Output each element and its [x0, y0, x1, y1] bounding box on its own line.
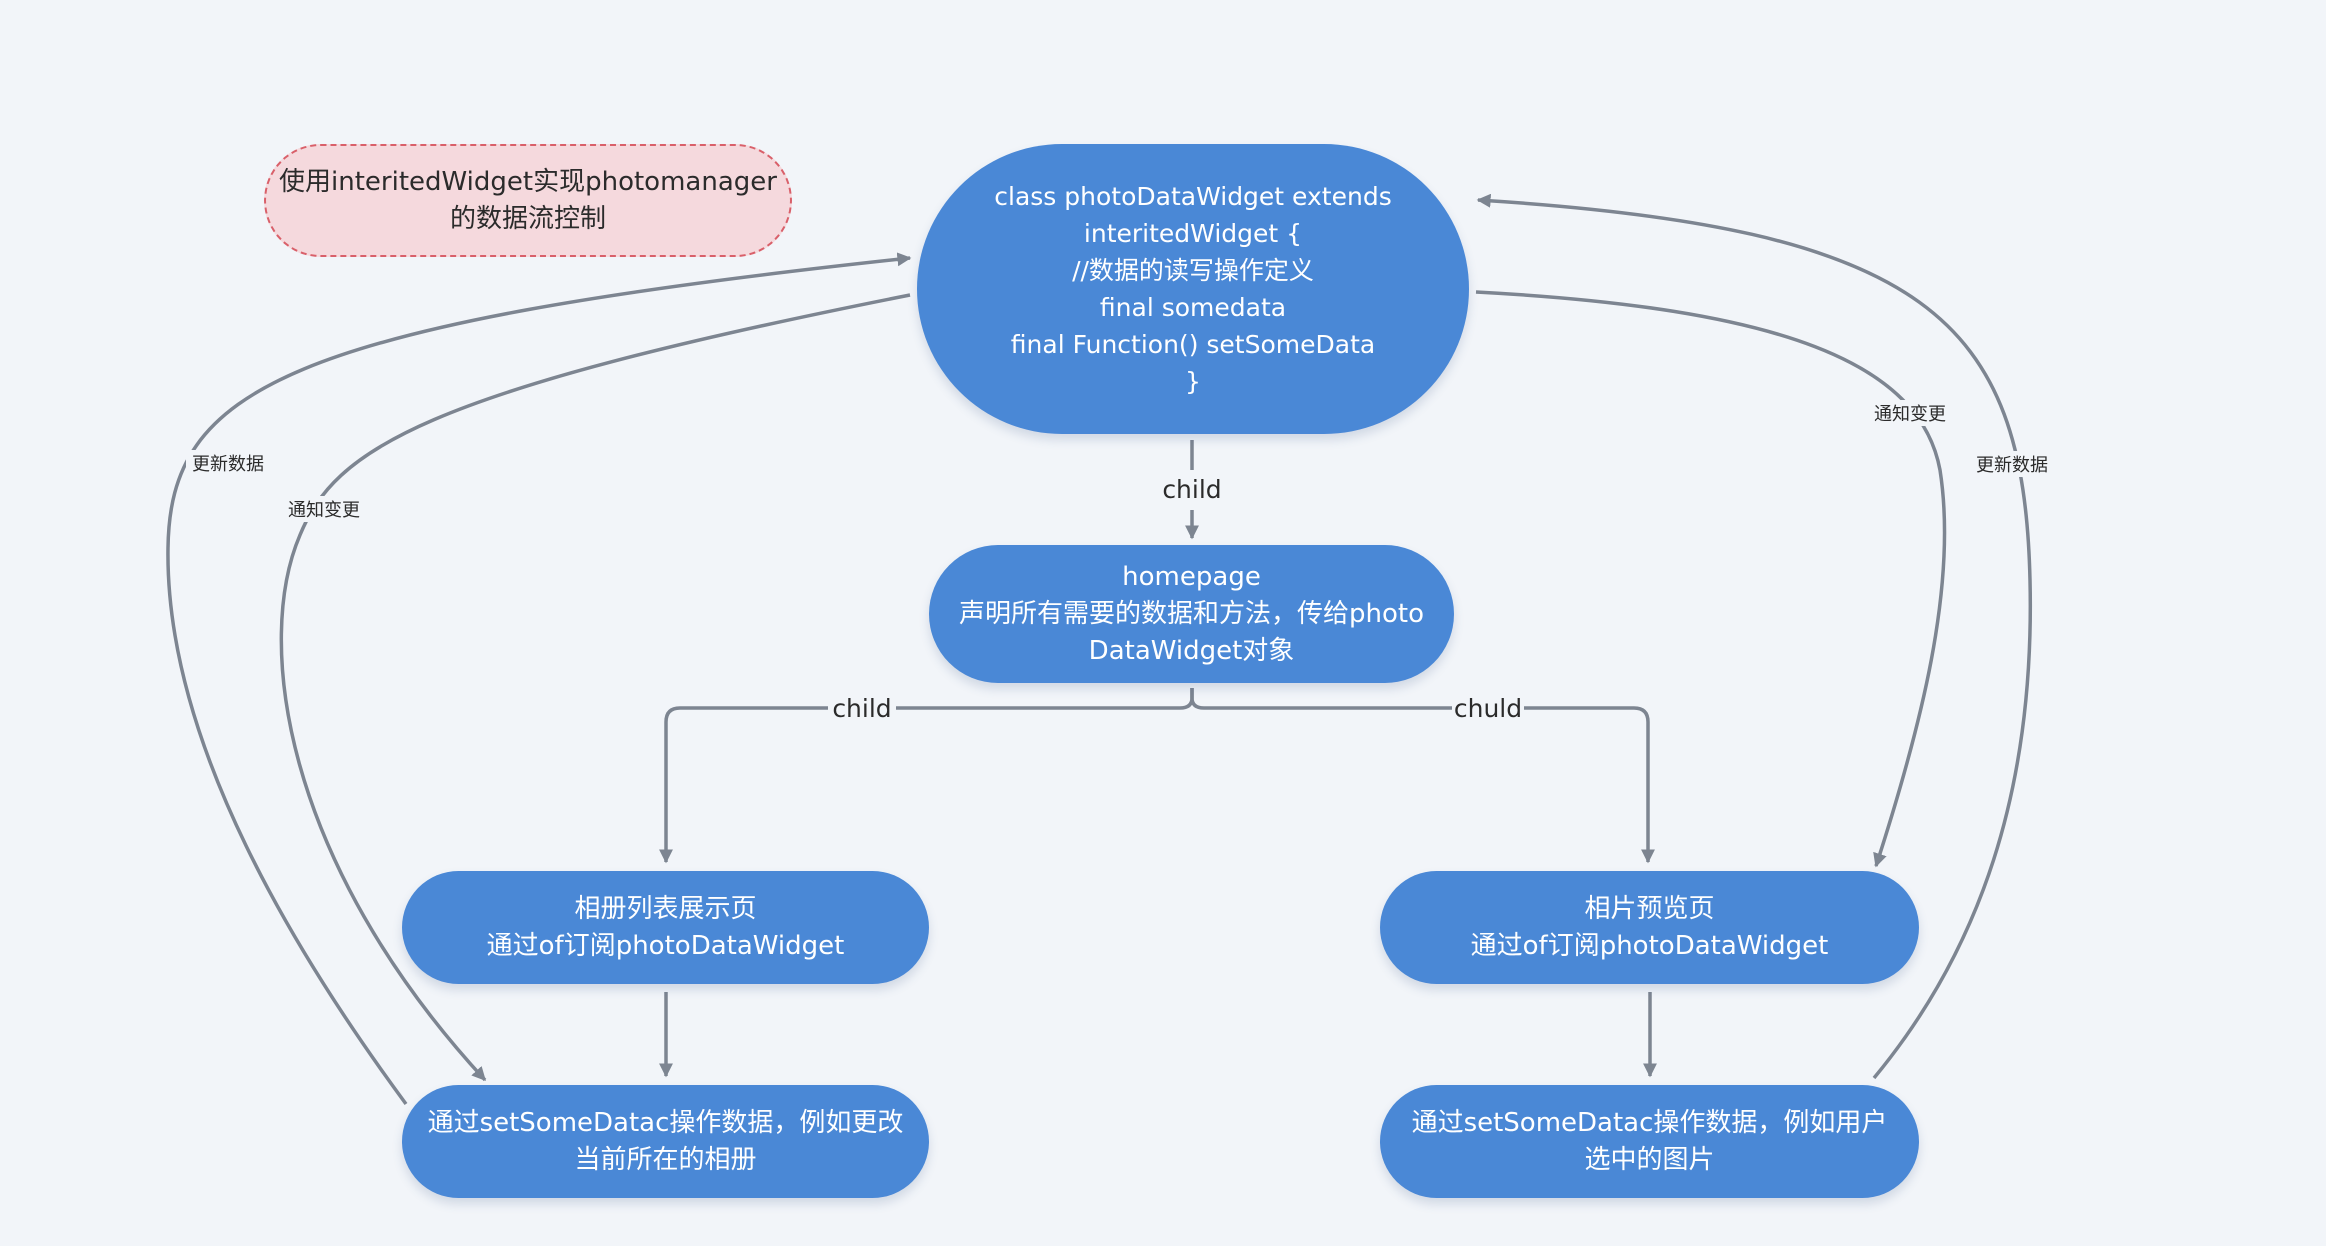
edge-label-right-update: 更新数据: [1976, 455, 2048, 476]
node-photo-preview-page[interactable]: 相片预览页 通过of订阅photoDataWidget: [1380, 871, 1919, 984]
node-text-line: DataWidget对象: [1088, 635, 1295, 666]
title-note-line: 使用interitedWidget实现photomanager: [279, 166, 777, 197]
node-text-line: class photoDataWidget extends: [994, 182, 1392, 211]
node-text-line: 通过of订阅photoDataWidget: [1470, 930, 1829, 961]
node-photo-set-data[interactable]: 通过setSomeDatac操作数据，例如用户 选中的图片: [1380, 1085, 1919, 1198]
node-text-line: 相册列表展示页: [574, 893, 757, 924]
node-text-line: final Function() setSomeData: [1010, 330, 1376, 359]
edge-label-homepage-to-album: child: [832, 694, 891, 723]
edge-right-update: [1476, 193, 2033, 1080]
node-text-line: 通过setSomeDatac操作数据，例如更改: [427, 1107, 904, 1138]
edge-homepage-to-album-list: [659, 688, 1194, 864]
node-text-line: 通过setSomeDatac操作数据，例如用户: [1411, 1107, 1888, 1138]
node-text-line: }: [1185, 367, 1201, 396]
node-text-line: interitedWidget {: [1083, 219, 1303, 248]
title-note-line: 的数据流控制: [449, 203, 606, 234]
node-text-line: 当前所在的相册: [574, 1144, 757, 1175]
edge-label-left-notify: 通知变更: [288, 500, 360, 521]
node-photo-data-widget[interactable]: class photoDataWidget extends interitedW…: [917, 144, 1469, 434]
edge-left-notify: [279, 293, 911, 1082]
title-note: 使用interitedWidget实现photomanager 的数据流控制: [264, 144, 792, 257]
edge-label-right-notify: 通知变更: [1874, 404, 1946, 425]
node-text-line: //数据的读写操作定义: [1072, 256, 1314, 285]
node-text-line: 通过of订阅photoDataWidget: [486, 930, 845, 961]
node-text-line: 声明所有需要的数据和方法，传给photo: [959, 598, 1424, 629]
node-homepage[interactable]: homepage 声明所有需要的数据和方法，传给photo DataWidget…: [929, 545, 1454, 683]
edge-label-homepage-to-photo: chuld: [1454, 694, 1522, 723]
node-text-line: homepage: [1122, 561, 1261, 592]
node-text-line: final somedata: [1099, 293, 1287, 322]
node-text-line: 相片预览页: [1584, 893, 1715, 924]
edge-left-update: [166, 252, 912, 1106]
edge-label-left-update: 更新数据: [192, 454, 264, 475]
node-album-set-data[interactable]: 通过setSomeDatac操作数据，例如更改 当前所在的相册: [402, 1085, 929, 1198]
edge-right-notify: [1475, 290, 1947, 868]
edge-label-root-to-homepage: child: [1162, 475, 1221, 504]
node-album-list-page[interactable]: 相册列表展示页 通过of订阅photoDataWidget: [402, 871, 929, 984]
node-text-line: 选中的图片: [1584, 1144, 1715, 1175]
edge-homepage-to-photo-preview: [1190, 688, 1655, 864]
